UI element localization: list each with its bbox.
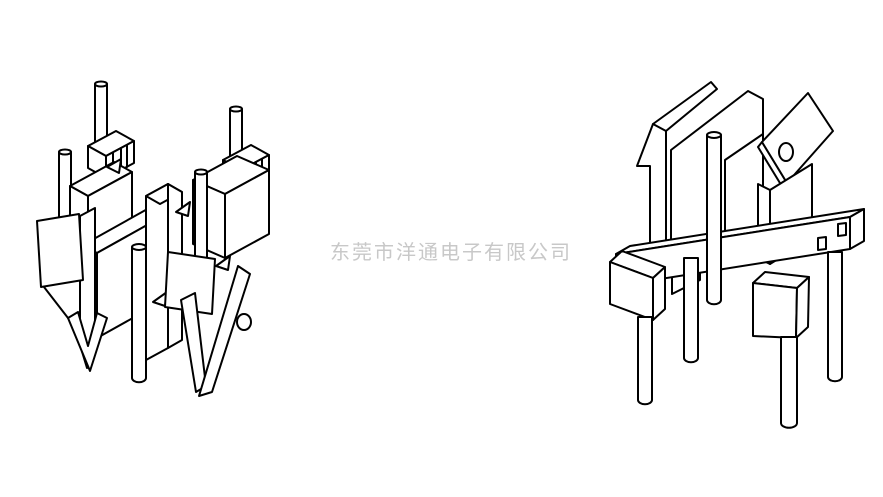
watermark-text: 东莞市洋通电子有限公司	[330, 240, 572, 264]
left-view-drawing	[36, 80, 270, 397]
right-view-drawing	[609, 81, 865, 429]
